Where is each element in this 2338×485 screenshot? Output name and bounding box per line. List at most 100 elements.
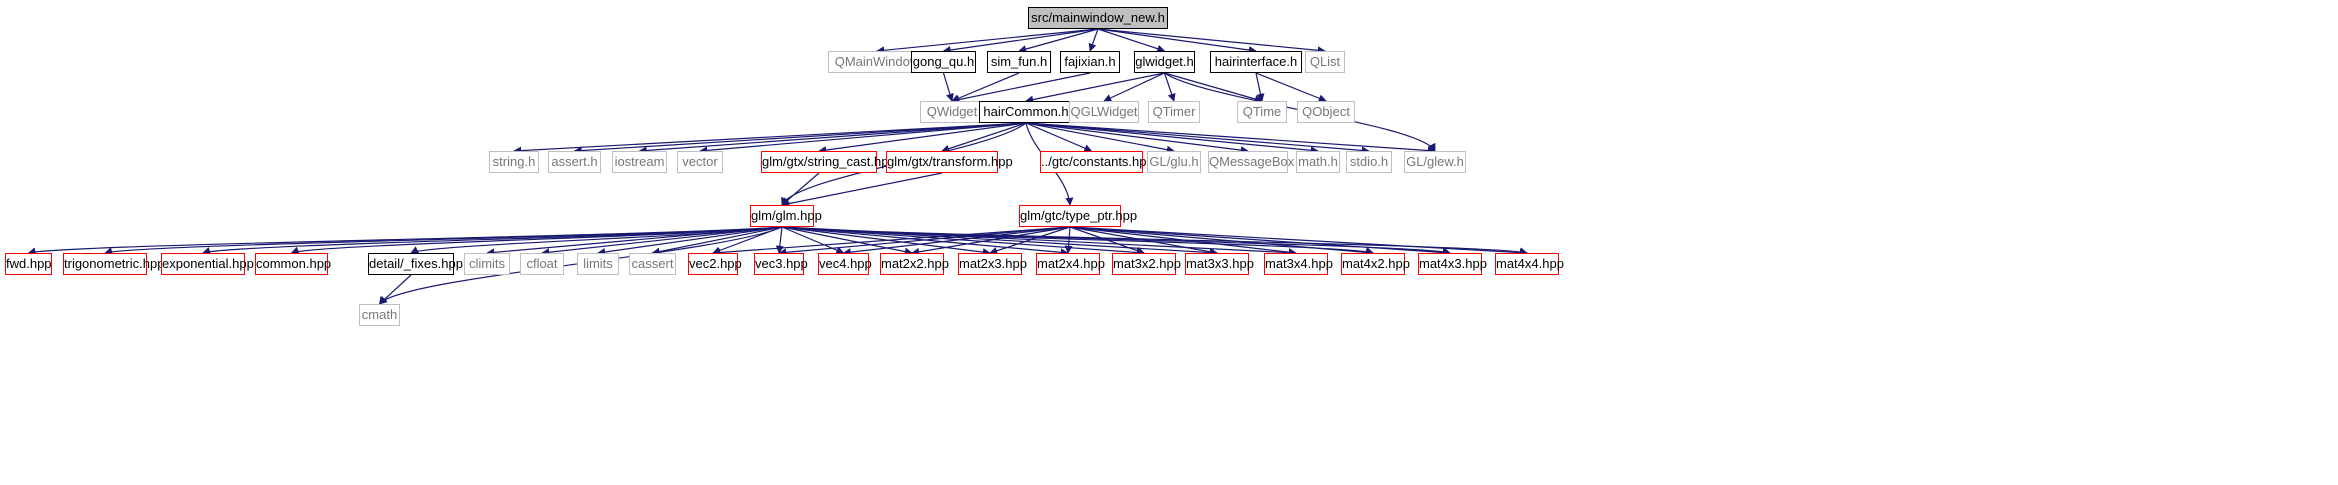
node-glm-gtc-type-ptr-hpp[interactable]: glm/gtc/type_ptr.hpp bbox=[1019, 205, 1137, 227]
edge-glm-glm-hpp-to-cmath bbox=[379, 226, 783, 305]
edge-haircommon-h-to-iostream bbox=[638, 122, 1027, 155]
edge-src-mainwindow-new-h-to-sim-fun-h bbox=[1018, 28, 1099, 53]
node-glwidget-h[interactable]: glwidget.h bbox=[1134, 51, 1195, 73]
edge-haircommon-h-to-qmessagebox bbox=[1025, 122, 1249, 155]
node-climits: climits bbox=[464, 253, 510, 275]
edge-src-mainwindow-new-h-to-hairinterface-h bbox=[1097, 28, 1257, 54]
edge-glm-glm-hpp-to-cfloat bbox=[541, 226, 783, 257]
node-qmessagebox: QMessageBox bbox=[1208, 151, 1294, 173]
node-gl-glew-h: GL/glew.h bbox=[1404, 151, 1466, 173]
edge-glwidget-h-to-haircommon-h bbox=[1025, 72, 1165, 104]
node-mat2x4-hpp[interactable]: mat2x4.hpp bbox=[1036, 253, 1105, 275]
edge-glm-gtc-type-ptr-hpp-to-mat4x2-hpp bbox=[1069, 226, 1374, 257]
node-qglwidget: QGLWidget bbox=[1069, 101, 1139, 123]
node-src-mainwindow-new-h[interactable]: src/mainwindow_new.h bbox=[1028, 7, 1168, 29]
node-fajixian-h[interactable]: fajixian.h bbox=[1060, 51, 1120, 73]
edge-glm-gtc-type-ptr-hpp-to-mat2x3-hpp bbox=[989, 226, 1071, 255]
edge-glm-gtc-type-ptr-hpp-to-mat3x2-hpp bbox=[1069, 226, 1145, 255]
node-exponential-hpp[interactable]: exponential.hpp bbox=[161, 253, 254, 275]
node-haircommon-h[interactable]: hairCommon.h bbox=[979, 101, 1073, 123]
node-gtc-constants-hpp[interactable]: ../gtc/constants.hpp bbox=[1040, 151, 1154, 173]
edge-src-mainwindow-new-h-to-qlist bbox=[1097, 28, 1326, 55]
node-limits: limits bbox=[577, 253, 619, 275]
edge-glm-gtc-type-ptr-hpp-to-mat4x3-hpp bbox=[1069, 226, 1451, 257]
node-qobject: QObject bbox=[1297, 101, 1355, 123]
edge-glm-glm-hpp-to-cassert bbox=[651, 226, 783, 256]
edge-glm-gtc-type-ptr-hpp-to-mat3x3-hpp bbox=[1069, 226, 1218, 256]
edge-haircommon-h-to-gl-glew-h bbox=[1025, 122, 1436, 155]
edge-gong-qu-h-to-qwidget bbox=[942, 72, 954, 102]
edge-haircommon-h-to-stdio-h bbox=[1025, 122, 1370, 155]
node-glm-gtx-transform-hpp[interactable]: glm/gtx/transform.hpp bbox=[886, 151, 1013, 173]
edge-fajixian-h-to-qwidget bbox=[951, 72, 1091, 104]
node-vec2-hpp[interactable]: vec2.hpp bbox=[688, 253, 742, 275]
node-mat2x3-hpp[interactable]: mat2x3.hpp bbox=[958, 253, 1027, 275]
node-vec3-hpp[interactable]: vec3.hpp bbox=[754, 253, 808, 275]
node-mat2x2-hpp[interactable]: mat2x2.hpp bbox=[880, 253, 949, 275]
node-mat4x4-hpp[interactable]: mat4x4.hpp bbox=[1495, 253, 1564, 275]
edge-detail-fixes-hpp-to-cmath bbox=[378, 274, 412, 305]
edge-haircommon-h-to-vector bbox=[699, 122, 1027, 155]
node-gong-qu-h[interactable]: gong_qu.h bbox=[911, 51, 976, 73]
edge-glm-gtx-transform-hpp-to-glm-glm-hpp bbox=[781, 172, 943, 208]
node-qlist: QList bbox=[1305, 51, 1345, 73]
node-assert-h: assert.h bbox=[548, 151, 601, 173]
node-qtimer: QTimer bbox=[1148, 101, 1200, 123]
node-hairinterface-h[interactable]: hairinterface.h bbox=[1210, 51, 1302, 73]
node-mat4x3-hpp[interactable]: mat4x3.hpp bbox=[1418, 253, 1487, 275]
node-iostream: iostream bbox=[612, 151, 667, 173]
node-vec4-hpp[interactable]: vec4.hpp bbox=[818, 253, 872, 275]
edge-glm-gtx-string-cast-hpp-to-glm-glm-hpp bbox=[781, 172, 820, 206]
edge-hairinterface-h-to-qtime bbox=[1255, 72, 1265, 102]
node-cmath: cmath bbox=[359, 304, 400, 326]
node-glm-glm-hpp[interactable]: glm/glm.hpp bbox=[750, 205, 822, 227]
node-mat4x2-hpp[interactable]: mat4x2.hpp bbox=[1341, 253, 1410, 275]
edge-glm-gtc-type-ptr-hpp-to-mat4x4-hpp bbox=[1069, 226, 1528, 257]
edge-glm-gtc-type-ptr-hpp-to-mat2x2-hpp bbox=[911, 226, 1071, 256]
node-math-h: math.h bbox=[1296, 151, 1340, 173]
edge-glm-glm-hpp-to-limits bbox=[597, 226, 783, 256]
edge-src-mainwindow-new-h-to-gong-qu-h bbox=[942, 28, 1099, 54]
edge-haircommon-h-to-assert-h bbox=[573, 122, 1027, 155]
node-mat3x2-hpp[interactable]: mat3x2.hpp bbox=[1112, 253, 1181, 275]
edge-haircommon-h-to-math-h bbox=[1025, 122, 1319, 155]
edge-haircommon-h-to-glm-gtx-string-cast-hpp bbox=[818, 122, 1027, 154]
edge-src-mainwindow-new-h-to-qmainwindow bbox=[876, 28, 1099, 55]
edge-glm-gtc-type-ptr-hpp-to-vec4-hpp bbox=[842, 226, 1071, 257]
edge-sim-fun-h-to-qwidget bbox=[951, 72, 1020, 102]
edge-glwidget-h-to-qglwidget bbox=[1103, 72, 1165, 102]
edge-glwidget-h-to-qtimer bbox=[1163, 72, 1176, 102]
edge-haircommon-h-to-string-h bbox=[513, 122, 1027, 155]
edge-glm-gtc-type-ptr-hpp-to-mat3x4-hpp bbox=[1069, 226, 1297, 257]
node-common-hpp[interactable]: common.hpp bbox=[255, 253, 331, 275]
node-qwidget: QWidget bbox=[920, 101, 984, 123]
edge-glwidget-h-to-qtime bbox=[1164, 72, 1263, 103]
node-vector: vector bbox=[677, 151, 723, 173]
edge-glm-gtc-type-ptr-hpp-to-mat2x4-hpp bbox=[1064, 226, 1073, 254]
node-trigonometric-hpp[interactable]: trigonometric.hpp bbox=[63, 253, 164, 275]
node-mat3x3-hpp[interactable]: mat3x3.hpp bbox=[1185, 253, 1254, 275]
node-cfloat: cfloat bbox=[520, 253, 564, 275]
edge-glm-gtc-type-ptr-hpp-to-vec3-hpp bbox=[778, 226, 1071, 257]
edge-src-mainwindow-new-h-to-glwidget-h bbox=[1097, 28, 1166, 53]
edge-haircommon-h-to-gl-glu-h bbox=[1025, 122, 1175, 154]
node-string-h: string.h bbox=[489, 151, 539, 173]
node-stdio-h: stdio.h bbox=[1346, 151, 1392, 173]
edge-glm-glm-hpp-to-mat2x2-hpp bbox=[781, 226, 913, 256]
node-gl-glu-h: GL/glu.h bbox=[1147, 151, 1201, 173]
edge-haircommon-h-to-glm-gtx-transform-hpp bbox=[941, 122, 1027, 153]
node-detail-fixes-hpp[interactable]: detail/_fixes.hpp bbox=[368, 253, 463, 275]
node-sim-fun-h[interactable]: sim_fun.h bbox=[987, 51, 1051, 73]
edge-glm-gtc-type-ptr-hpp-to-vec2-hpp bbox=[712, 226, 1071, 257]
edge-glm-glm-hpp-to-climits bbox=[486, 226, 783, 257]
edge-glm-glm-hpp-to-mat3x2-hpp bbox=[781, 226, 1145, 257]
node-cassert: cassert bbox=[629, 253, 676, 275]
edge-src-mainwindow-new-h-to-fajixian-h bbox=[1088, 28, 1099, 52]
edge-haircommon-h-to-gtc-constants-hpp bbox=[1025, 122, 1093, 152]
edge-hairinterface-h-to-qobject bbox=[1255, 72, 1327, 103]
node-fwd-hpp[interactable]: fwd.hpp bbox=[5, 253, 52, 275]
node-glm-gtx-string-cast-hpp[interactable]: glm/gtx/string_cast.hpp bbox=[761, 151, 896, 173]
node-mat3x4-hpp[interactable]: mat3x4.hpp bbox=[1264, 253, 1333, 275]
